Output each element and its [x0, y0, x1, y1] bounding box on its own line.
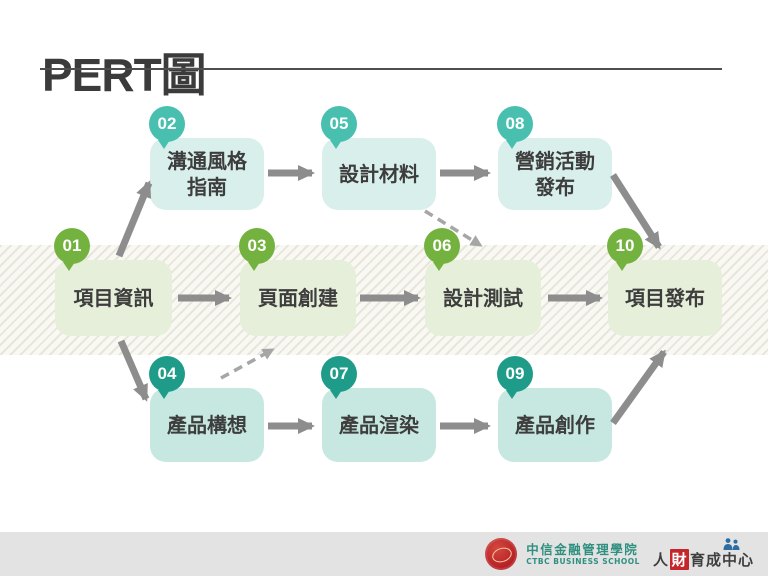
- page-title: PERT圖: [42, 48, 207, 101]
- node-label: 設計測試: [443, 286, 523, 310]
- talent-suffix: 育成中心: [689, 551, 754, 569]
- node-label: 營銷活動 發布: [515, 149, 595, 199]
- node-05: 05 設計材料: [321, 106, 436, 210]
- school-logo-text: 中信金融管理學院 CTBC BUSINESS SCHOOL: [526, 542, 640, 566]
- node-03: 03 頁面創建: [239, 228, 356, 336]
- node-03-number-badge: 03: [239, 228, 275, 271]
- talent-center-name: 人財育成中心: [653, 549, 754, 570]
- node-02: 02 溝通風格 指南: [149, 106, 264, 210]
- school-name: 中信金融管理學院: [526, 542, 639, 557]
- node-08-number-badge: 08: [497, 106, 533, 149]
- node-07-number-badge: 07: [321, 356, 357, 399]
- node-label: 產品創作: [515, 413, 595, 437]
- node-09-number-badge: 09: [497, 356, 533, 399]
- footer-bar: 中信金融管理學院 CTBC BUSINESS SCHOOL 人財育成中心: [0, 532, 768, 576]
- node-label: 產品構想: [167, 413, 247, 437]
- node-10: 10 項目發布: [607, 228, 722, 336]
- node-09: 09 產品創作: [497, 356, 612, 462]
- node-04: 04 產品構想: [149, 356, 264, 462]
- node-02-number-badge: 02: [149, 106, 185, 149]
- node-06-number-badge: 06: [424, 228, 460, 271]
- node-07: 07 產品渲染: [321, 356, 436, 462]
- node-label: 頁面創建: [258, 286, 338, 310]
- node-01: 01 項目資訊: [54, 228, 172, 336]
- node-04-number-badge: 04: [149, 356, 185, 399]
- node-10-number-badge: 10: [607, 228, 643, 271]
- node-label: 溝通風格 指南: [167, 149, 247, 199]
- node-01-number-badge: 01: [54, 228, 90, 271]
- node-label: 產品渲染: [339, 413, 419, 437]
- node-label: 項目發布: [625, 286, 705, 310]
- node-08: 08 營銷活動 發布: [497, 106, 612, 210]
- talent-highlight: 財: [669, 549, 689, 570]
- talent-center-logo: 人財育成中心: [653, 538, 754, 570]
- node-label: 設計材料: [339, 162, 419, 186]
- talent-prefix: 人: [652, 551, 669, 569]
- node-label: 項目資訊: [73, 286, 154, 310]
- node-06: 06 設計測試: [424, 228, 541, 336]
- ctbc-seal-logo-icon: [485, 538, 518, 570]
- school-subtitle: CTBC BUSINESS SCHOOL: [526, 557, 640, 566]
- arrow-09-10: [610, 349, 667, 426]
- title-underline: [40, 68, 722, 70]
- people-icon: [723, 538, 740, 550]
- node-05-number-badge: 05: [321, 106, 357, 149]
